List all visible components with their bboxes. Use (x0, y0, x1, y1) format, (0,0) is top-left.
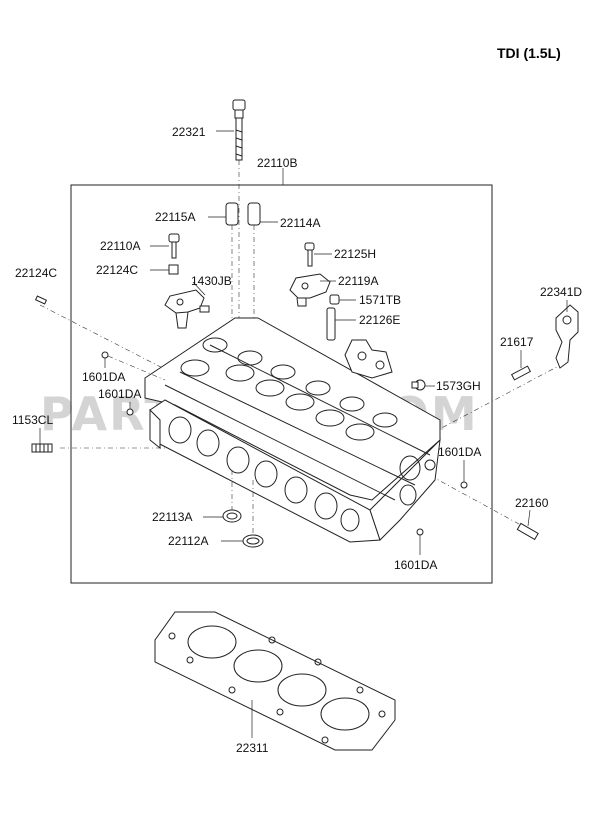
label-1571TB: 1571TB (359, 293, 401, 307)
label-22110A: 22110A (100, 239, 140, 253)
stud-22160 (516, 522, 539, 541)
label-22124C-washer: 22124C (96, 263, 138, 277)
label-22110B: 22110B (257, 156, 297, 170)
dowel-1601DA-b (126, 402, 134, 416)
label-22126E: 22126E (359, 313, 400, 327)
label-1430JB: 1430JB (191, 274, 232, 288)
gasket-22113A (222, 470, 242, 523)
bearing-cap-left (164, 289, 210, 329)
label-22115A: 22115A (155, 210, 195, 224)
label-1601DA-a: 1601DA (82, 370, 125, 384)
label-1573GH: 1573GH (436, 379, 481, 393)
seal-1571TB (329, 294, 340, 305)
label-21617: 21617 (500, 335, 534, 349)
label-22125H: 22125H (334, 247, 376, 261)
dashline-22160 (419, 469, 531, 531)
bolt-22321 (232, 99, 246, 340)
assembly-frame (70, 184, 493, 584)
bracket-22341D (555, 304, 579, 369)
head-gasket-22311 (154, 611, 396, 751)
dowel-1601DA-a (101, 351, 166, 381)
label-22124C-stud: 22124C (15, 266, 57, 280)
label-22114A: 22114A (280, 216, 320, 230)
pin-22126E (326, 307, 336, 341)
diagram-title: TDI (1.5L) (497, 45, 561, 61)
label-1601DA-b: 1601DA (98, 387, 141, 401)
washer-22124C (168, 264, 179, 275)
label-22113A: 22113A (152, 510, 192, 524)
label-22119A: 22119A (338, 274, 378, 288)
plug-1573GH (411, 379, 426, 391)
sleeve-22114A (247, 202, 261, 320)
stud-1153CL (31, 443, 53, 453)
cam-cap-22119A (289, 273, 331, 307)
label-22112A: 22112A (168, 534, 208, 548)
stud-22124C (34, 295, 48, 305)
cylinder-head-22110B (144, 317, 441, 543)
label-22341D: 22341D (540, 285, 582, 299)
bolt-22110A (168, 233, 180, 259)
label-1153CL: 1153CL (12, 413, 53, 427)
label-22321: 22321 (172, 125, 206, 139)
dowel-1601DA-c (460, 460, 468, 489)
stud-21617 (510, 365, 532, 381)
label-1601DA-d: 1601DA (394, 558, 437, 572)
label-22311: 22311 (236, 741, 269, 755)
dowel-1601DA-d (416, 528, 424, 555)
label-1601DA-c: 1601DA (438, 445, 481, 459)
bolt-22125H (304, 242, 315, 267)
label-22160: 22160 (515, 496, 549, 510)
sleeve-22115A (225, 202, 239, 330)
